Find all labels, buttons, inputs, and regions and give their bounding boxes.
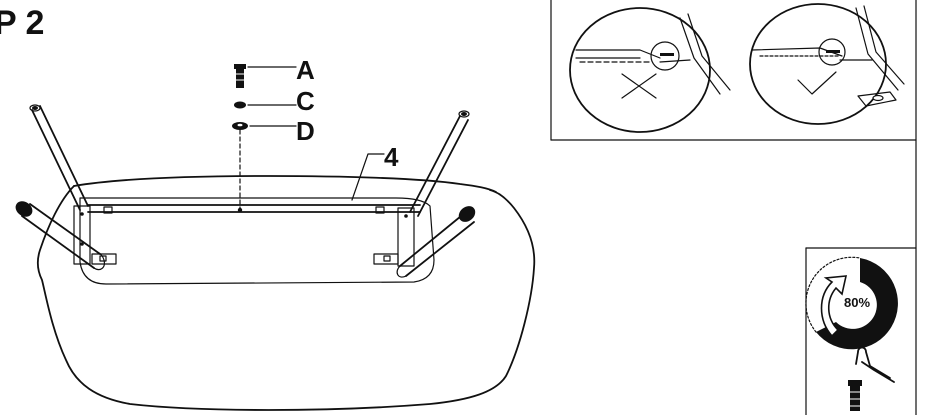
wrong-mark-icon [621,73,657,99]
flat-washer-d [232,122,248,130]
right-panel-frame [550,0,917,416]
label-a: A [296,55,315,85]
bracket-plate [857,91,897,107]
leg-left-back [29,104,91,265]
chair-seat [36,175,536,411]
label-c: C [296,86,315,116]
inset-correct [749,3,905,125]
correct-mark-icon [797,71,837,95]
spring-washer-c [234,101,246,109]
step-title: P 2 [0,4,44,42]
progress-ring [816,258,898,350]
part-number-label: 4 [384,142,399,172]
tightening-percent: 80% [844,295,870,310]
leg-right-front [373,206,476,278]
part-4-callout: 4 [351,142,399,201]
leg-left-front [15,201,117,271]
allen-key-icon [855,346,895,383]
label-d: D [296,116,315,146]
inset-wrong [569,7,731,133]
hardware-stack: A C D [232,55,315,209]
tightening-indicator: 80% [805,256,898,350]
bolt-icon [848,380,862,411]
leg-right-back [397,110,470,267]
rotation-arrow-icon [820,275,848,338]
bolt-a [234,64,246,88]
